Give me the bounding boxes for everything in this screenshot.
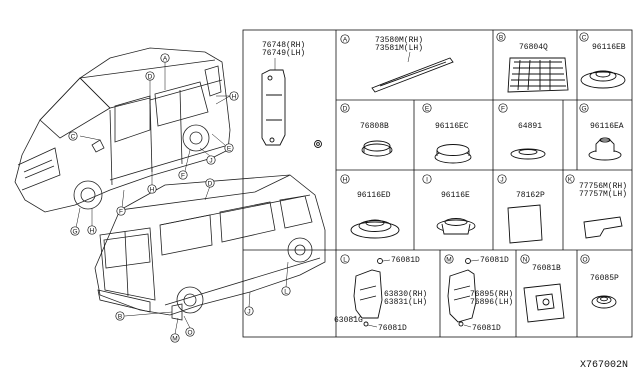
part-63831: 63831(LH) <box>384 298 427 307</box>
van-rear-view <box>94 174 326 321</box>
callout-g: G <box>70 226 80 236</box>
part-76085p: 76085P <box>590 274 619 283</box>
svg-text:H: H <box>90 227 95 234</box>
svg-text:L: L <box>284 288 288 295</box>
part-76081d-top: 76081D <box>391 256 420 265</box>
svg-text:H: H <box>232 93 237 100</box>
svg-text:E: E <box>425 105 430 112</box>
part-73581m: 73581M(LH) <box>375 44 423 53</box>
svg-text:C: C <box>582 34 587 41</box>
cell-i: I 96116E <box>422 174 476 235</box>
svg-text:A: A <box>163 55 168 62</box>
svg-text:M: M <box>172 335 177 342</box>
svg-text:L: L <box>343 256 347 263</box>
part-77756m: 77756M(RH) <box>579 182 627 191</box>
svg-text:H: H <box>150 186 155 193</box>
svg-text:M: M <box>446 256 451 263</box>
callout-j-upper: J <box>206 155 216 165</box>
part-63081g: 63081G <box>334 316 363 325</box>
callout-f-upper: F <box>178 170 188 180</box>
callout-l: L <box>281 286 291 296</box>
svg-text:N: N <box>523 256 528 263</box>
van-callouts: A D H C E J F H F H G D L J B M O <box>68 53 291 343</box>
cell-d: D 76808B <box>340 103 393 157</box>
cell-l: L 76081D 63830(RH) 63831(LH) 63081G 7608… <box>334 254 427 333</box>
svg-text:G: G <box>581 105 586 112</box>
cell-o: O 76085P <box>580 254 619 309</box>
svg-text:A: A <box>343 36 348 43</box>
callout-a: A <box>160 53 170 63</box>
svg-text:F: F <box>501 105 505 112</box>
callout-h-lower: H <box>87 225 97 235</box>
part-96116ea: 96116EA <box>590 122 624 131</box>
svg-text:G: G <box>72 228 77 235</box>
cell-h: H 96116ED <box>340 174 400 239</box>
svg-text:J: J <box>500 176 503 183</box>
cell-c: C 96116EB <box>579 32 626 89</box>
callout-h-upper: H <box>229 91 239 101</box>
svg-text:K: K <box>568 176 573 183</box>
callout-d: D <box>145 71 155 81</box>
svg-text:H: H <box>343 176 348 183</box>
cell-k: K 77756M(RH) 77757M(LH) <box>565 174 627 239</box>
callout-b: B <box>115 311 125 321</box>
svg-text:E: E <box>227 145 232 152</box>
part-76895: 76895(RH) <box>470 290 513 299</box>
part-64891: 64891 <box>518 122 542 131</box>
cell-main: 76748(RH) 76749(LH) <box>261 41 322 148</box>
svg-text:I: I <box>426 176 428 183</box>
part-76748: 76748(RH) <box>262 41 305 50</box>
callout-c: C <box>68 131 78 141</box>
part-76804q: 76804Q <box>519 43 548 52</box>
part-76081b: 76081B <box>532 264 561 273</box>
part-76749: 76749(LH) <box>262 49 305 58</box>
svg-text:O: O <box>187 329 192 336</box>
part-96116ed: 96116ED <box>357 191 391 200</box>
svg-text:O: O <box>582 256 587 263</box>
part-77757m: 77757M(LH) <box>579 190 627 199</box>
part-76081d-m-bottom: 76081D <box>472 324 501 333</box>
parts-grid <box>242 29 633 338</box>
cell-m: M 76081D 76895(RH) 76896(LH) 76081D <box>444 254 513 333</box>
svg-text:B: B <box>118 313 122 320</box>
callout-h-mid: H <box>147 184 157 194</box>
cell-a: A 73580M(RH) 73581M(LH) <box>340 34 454 93</box>
svg-text:C: C <box>71 133 76 140</box>
part-96116e: 96116E <box>441 191 470 200</box>
cell-j: J 78162P <box>497 174 545 244</box>
callout-leaders <box>75 62 289 335</box>
svg-text:F: F <box>181 172 185 179</box>
callout-f-lower: F <box>116 206 126 216</box>
callout-d-rear: D <box>205 178 215 188</box>
part-96116ec: 96116EC <box>435 122 469 131</box>
svg-text:B: B <box>499 34 503 41</box>
part-76081d-m-top: 76081D <box>480 256 509 265</box>
part-76896: 76896(LH) <box>470 298 513 307</box>
cell-b: B 76804Q <box>496 32 569 93</box>
callout-e: E <box>224 143 234 153</box>
callout-j-lower: J <box>244 306 254 316</box>
svg-text:J: J <box>247 308 250 315</box>
part-96116eb: 96116EB <box>592 43 626 52</box>
svg-text:D: D <box>148 73 153 80</box>
svg-text:D: D <box>208 180 213 187</box>
cell-f: F 64891 <box>498 103 546 160</box>
svg-text:F: F <box>119 208 123 215</box>
cell-e: E 96116EC <box>422 103 472 164</box>
diagram-code: X767002N <box>580 360 628 371</box>
part-76081d-bottom: 76081D <box>378 324 407 333</box>
callout-o: O <box>185 327 195 337</box>
part-73580m: 73580M(RH) <box>375 36 423 45</box>
cell-g: G 96116EA <box>579 103 624 161</box>
part-63830: 63830(RH) <box>384 290 427 299</box>
van-front-view <box>14 47 231 213</box>
part-78162p: 78162P <box>516 191 545 200</box>
part-76808b: 76808B <box>360 122 389 131</box>
clip-icon <box>314 140 322 148</box>
svg-text:D: D <box>343 105 348 112</box>
svg-text:J: J <box>209 157 212 164</box>
callout-m: M <box>170 333 180 343</box>
cell-n: N 76081B <box>520 254 565 323</box>
